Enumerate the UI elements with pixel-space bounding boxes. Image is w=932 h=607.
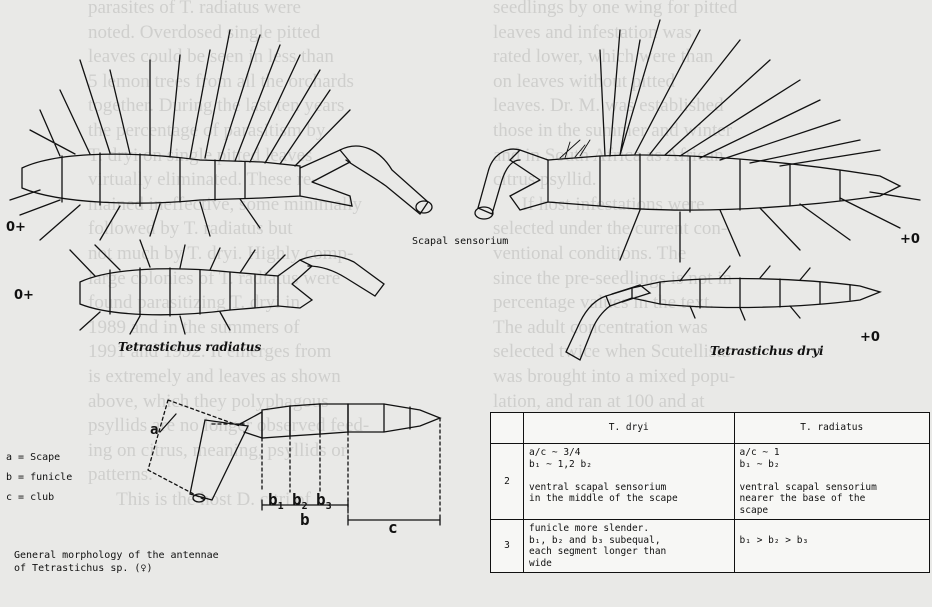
table-header-dryi: T. dryi — [524, 413, 735, 444]
part-label-b: b — [300, 514, 310, 526]
table-row-num: 2 — [491, 444, 524, 520]
figure-caption-line2: of Tetrastichus sp. (♀) — [14, 563, 152, 575]
part-label-b3: b3 — [316, 494, 332, 513]
table-cell-radiatus: a/c ~ 1 b₁ ~ b₂ ventral scapal sensorium… — [734, 444, 929, 520]
species-label-radiatus: Tetrastichus radiatus — [118, 340, 261, 354]
table-row: 2 a/c ~ 3/4 b₁ ~ 1,2 b₂ ventral scapal s… — [491, 444, 930, 520]
dryi-antenna-top — [475, 20, 920, 262]
part-label-c: c — [388, 522, 398, 534]
species-label-dryi: Tetrastichus dryi — [710, 344, 824, 358]
sex-sign-top-left: 0+ — [6, 220, 26, 235]
figure-caption-line1: General morphology of the antennae — [14, 550, 219, 562]
table-header-radiatus: T. radiatus — [734, 413, 929, 444]
radiatus-antenna-top — [10, 30, 432, 240]
table-header-num — [491, 413, 524, 444]
table-row-num: 3 — [491, 520, 524, 573]
sex-sign-mid-left: 0+ — [14, 288, 34, 303]
legend-funicle: b = funicle — [6, 472, 72, 484]
part-label-b1: b1 — [268, 494, 284, 513]
radiatus-antenna-mid — [70, 240, 384, 334]
comparison-table: T. dryi T. radiatus 2 a/c ~ 3/4 b₁ ~ 1,2… — [490, 412, 930, 573]
scapal-sensorium-label: Scapal sensorium — [412, 236, 508, 248]
legend-club: c = club — [6, 492, 54, 504]
table-cell-dryi: funicle more slender. b₁, b₂ and b₃ sube… — [524, 520, 735, 573]
part-label-a: a — [150, 424, 158, 436]
sex-sign-top-right: +0 — [900, 232, 920, 247]
sex-sign-bottom-right: +0 — [860, 330, 880, 345]
table-cell-dryi: a/c ~ 3/4 b₁ ~ 1,2 b₂ ventral scapal sen… — [524, 444, 735, 520]
table-cell-radiatus: b₁ > b₂ > b₃ — [734, 520, 929, 573]
legend-scape: a = Scape — [6, 452, 60, 464]
table-header-row: T. dryi T. radiatus — [491, 413, 930, 444]
table-row: 3 funicle more slender. b₁, b₂ and b₃ su… — [491, 520, 930, 573]
